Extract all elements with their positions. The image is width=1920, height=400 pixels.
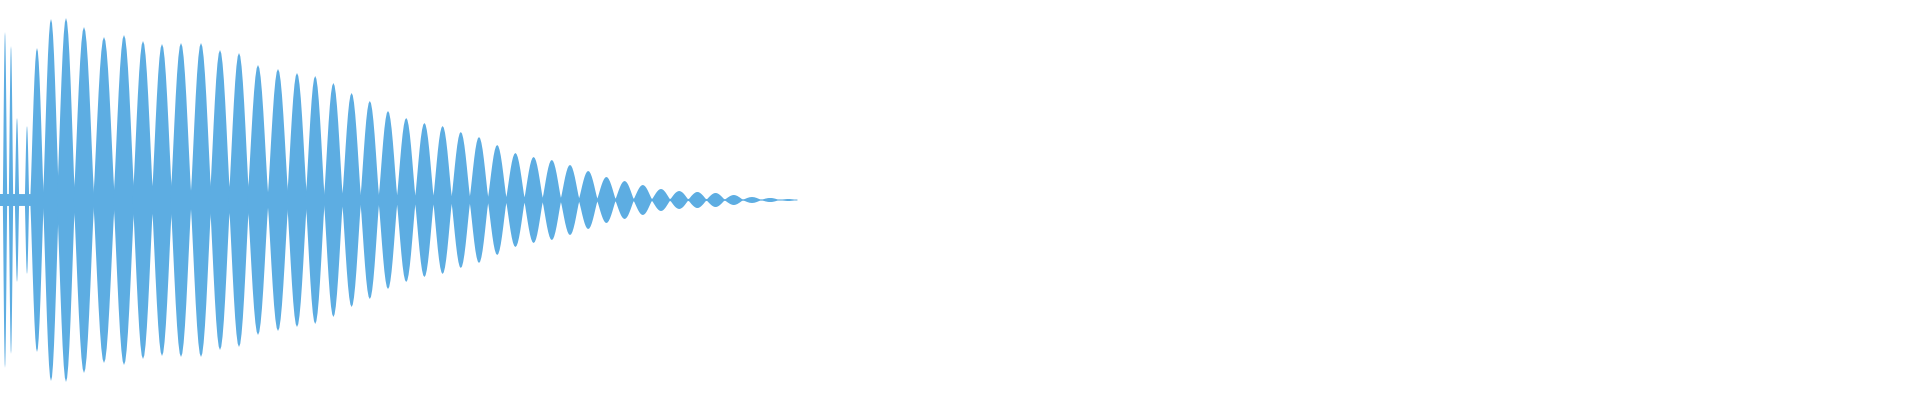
waveform-lobe xyxy=(778,199,798,201)
waveform-lobe xyxy=(451,132,471,268)
waveform-lobe xyxy=(247,65,269,335)
waveform-lobe xyxy=(132,41,154,359)
waveform-lobe xyxy=(414,123,434,277)
waveform-lobe xyxy=(742,197,762,203)
waveform-lobe xyxy=(14,118,20,282)
waveform-lobe xyxy=(267,69,289,331)
waveform-lobe xyxy=(669,191,689,209)
waveform-lobe xyxy=(8,46,14,354)
waveform-lobe xyxy=(305,76,325,324)
waveform-lobe xyxy=(378,111,398,289)
waveform-lobe xyxy=(706,193,726,207)
waveform-lobe xyxy=(360,101,380,299)
waveform-lobe xyxy=(228,53,250,347)
waveform-lobe xyxy=(170,43,192,357)
waveform-lobe xyxy=(687,192,707,208)
waveform-lobe xyxy=(24,126,30,274)
waveform-lobe xyxy=(113,35,135,365)
waveform-lobe xyxy=(542,160,562,240)
waveform-lobe xyxy=(578,171,598,229)
waveform-lobe xyxy=(93,37,115,363)
waveform-lobe xyxy=(615,181,635,219)
waveform-lobe xyxy=(286,73,308,327)
waveform-lobe xyxy=(56,18,76,382)
waveform-lobe xyxy=(469,137,489,263)
waveform-lobe xyxy=(560,165,580,235)
waveform-lobe xyxy=(505,153,525,247)
waveform-lobe xyxy=(151,44,173,356)
waveform-lobe xyxy=(487,145,507,255)
waveform-lobe xyxy=(596,177,616,223)
waveform-lobes xyxy=(0,18,798,382)
waveform-lobe xyxy=(433,126,453,274)
waveform-lobe xyxy=(396,118,416,282)
waveform-lobe xyxy=(209,50,231,350)
waveform-lobe xyxy=(724,195,744,205)
waveform-lobe xyxy=(524,157,544,243)
waveform-lobe xyxy=(323,83,343,317)
waveform-lobe xyxy=(633,185,653,215)
waveform-lobe xyxy=(42,19,60,381)
waveform-lobe xyxy=(651,189,671,211)
waveform-lobe xyxy=(73,27,95,373)
waveform-lobe xyxy=(30,48,44,352)
waveform-lobe xyxy=(2,32,8,368)
waveform-lobe xyxy=(342,93,362,307)
waveform-lobe xyxy=(760,198,780,202)
waveform-lobe xyxy=(190,43,212,357)
